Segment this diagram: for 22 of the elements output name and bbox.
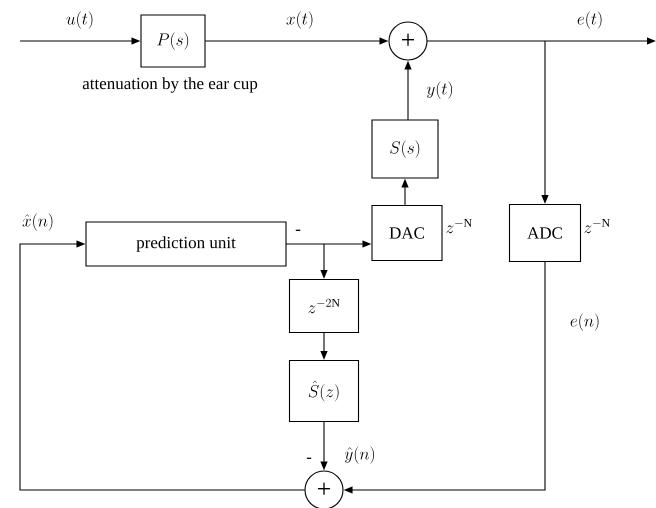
side-label: attenuation by the ear cup	[82, 77, 258, 93]
edge-label: $\hat{y}(n)$	[343, 445, 377, 465]
block-box: ADC	[508, 204, 582, 262]
summing-junction: +	[304, 470, 344, 508]
edge-label: $y(t)$	[425, 80, 455, 100]
sign-label: -	[306, 458, 312, 459]
edge-label: -	[294, 228, 302, 236]
edge-label: $u(t)$	[65, 10, 95, 30]
block-box: DAC	[371, 204, 443, 262]
edge-label: $x(t)$	[285, 10, 315, 30]
arrow	[19, 240, 304, 491]
edge-label: $e(t)$	[576, 10, 604, 30]
side-label: $z^{-\mathrm{N}}$	[446, 218, 472, 234]
summing-junction: +	[388, 21, 428, 61]
block-box: $z^{-2\mathrm{N}}$	[288, 278, 360, 334]
block-box: $S(s)$	[371, 119, 439, 179]
side-label: $z^{-\mathrm{N}}$	[584, 218, 610, 234]
edge-label: $e(n)$	[568, 312, 602, 332]
block-box: prediction unit	[85, 221, 287, 267]
block-box: $P(s)$	[140, 14, 206, 68]
block-box: $\hat{S}(z)$	[288, 360, 360, 422]
edge-label: $\hat{x}(n)$	[21, 212, 55, 232]
